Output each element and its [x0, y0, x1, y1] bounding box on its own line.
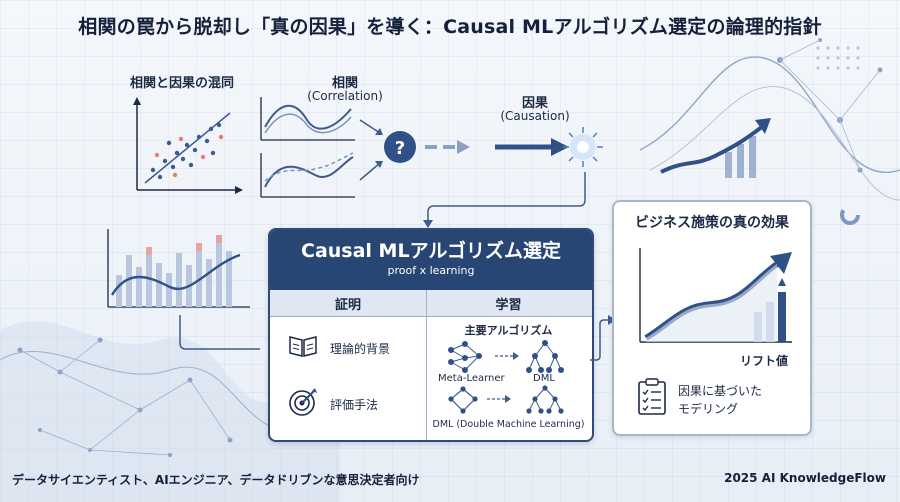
question-mark-icon: ? [395, 138, 405, 159]
modeling-line2: モデリング [678, 402, 739, 416]
theory-label: 理論的背景 [330, 342, 391, 356]
panel-header: Causal MLアルゴリズム選定 proof x learning [270, 230, 592, 290]
algorithm-selection-panel: Causal MLアルゴリズム選定 proof x learning 証明 学習… [268, 228, 594, 442]
target-icon [289, 388, 317, 416]
meta-learner-to-dml-icon [448, 340, 564, 373]
target-audience-footer: データサイエンティスト、AIエンジニア、データドリブンな意思決定者向け [12, 473, 420, 487]
data-chart-icon [107, 229, 260, 350]
meta-learner-label: Meta-Learner [438, 373, 505, 384]
correlation-label: 相関 [331, 76, 358, 91]
copyright-footer: 2025 AI KnowledgeFlow [724, 471, 886, 485]
lift-value-label: リフト値 [739, 354, 788, 368]
main-algorithms-label: 主要アルゴリズム [464, 324, 553, 337]
scatter-plot-icon [133, 97, 243, 194]
confusion-label: 相関と因果の混同 [129, 76, 234, 91]
causation-label: 因果 [521, 96, 548, 111]
tab-proof: 証明 [334, 298, 361, 313]
panel-subtitle: proof x learning [387, 264, 475, 277]
modeling-line1: 因果に基づいた [678, 384, 763, 398]
checklist-clipboard-icon [638, 378, 666, 415]
business-effect-panel: ビジネス施策の真の効果 リフト値 因果に基づいた [612, 200, 812, 436]
evaluation-label: 評価手法 [330, 398, 379, 412]
panel-tabs: 証明 学習 [270, 290, 592, 317]
dml-label: DML [533, 373, 555, 384]
connector-causation-center [423, 172, 586, 228]
panel-divider [426, 290, 427, 440]
open-book-icon [289, 336, 317, 357]
correlation-en-label: (Correlation) [307, 89, 383, 103]
causation-en-label: (Causation) [500, 109, 570, 123]
business-effect-title: ビジネス施策の真の効果 [635, 215, 789, 231]
flow-arrows: ? [359, 119, 603, 181]
lift-growth-chart-icon [639, 248, 792, 343]
page-title: 相関の罠から脱却し「真の因果」を導く：Causal MLアルゴリズム選定の論理的… [78, 16, 822, 38]
top-right-growth-icon [660, 118, 771, 178]
panel-title: Causal MLアルゴリズム選定 [301, 240, 561, 262]
dml-full-label: DML (Double Machine Learning) [432, 419, 585, 430]
tab-learning: 学習 [495, 298, 522, 313]
correlation-charts-icon [260, 97, 355, 198]
dml-process-icon [448, 385, 564, 414]
